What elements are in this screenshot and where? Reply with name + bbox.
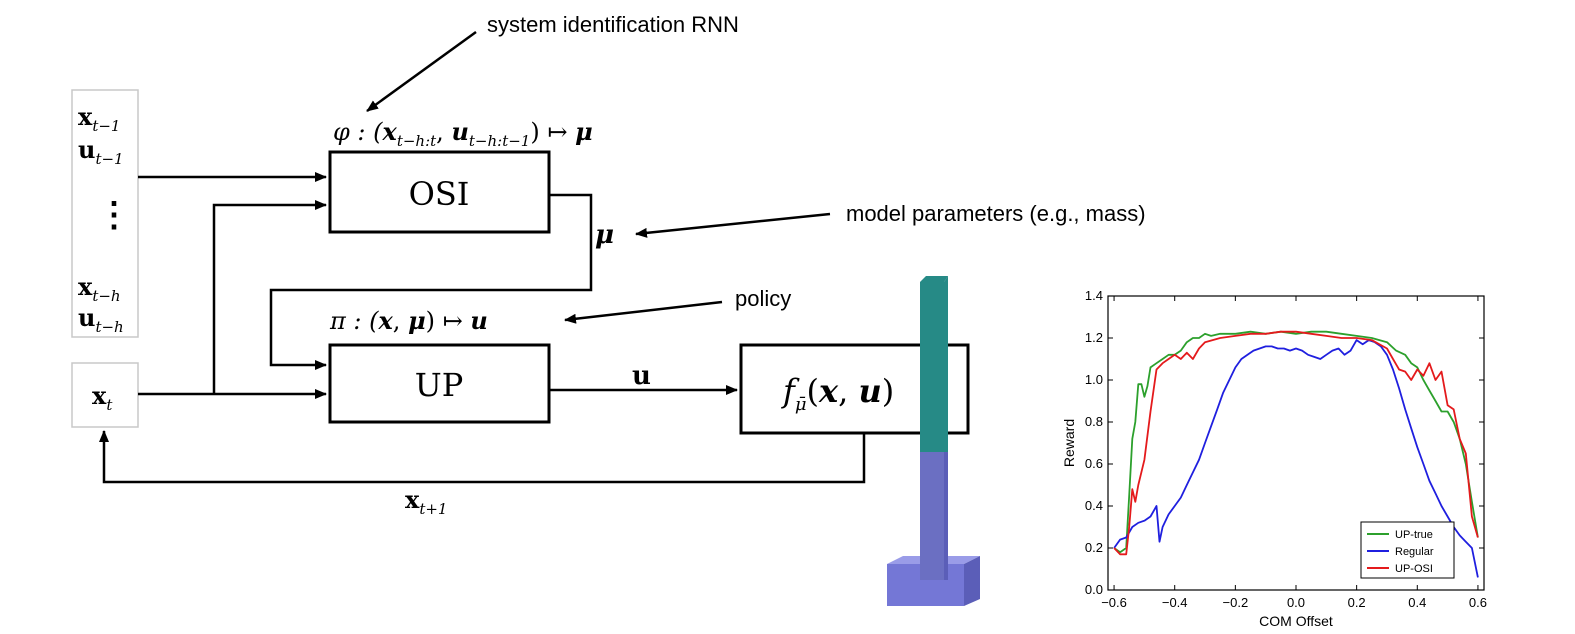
up-formula: π : (x, μ) ↦ u [329,306,488,335]
state-to-osi-arrow [212,200,327,394]
x-tick-label: −0.2 [1223,595,1249,610]
chart-series-group [1113,330,1479,578]
y-tick-label: 1.4 [1085,288,1103,303]
series-line-up-osi [1113,330,1479,556]
mu-label: μ [595,220,614,250]
sysid-pointer-arrow [366,30,477,113]
series-line-up-true [1113,330,1479,554]
model-params-pointer-arrow [635,212,831,238]
osi-box [328,150,551,234]
y-tick-label: 1.0 [1085,372,1103,387]
u-label: u [632,361,651,391]
y-tick-label: 0.6 [1085,456,1103,471]
x-tick-label: 0.6 [1469,595,1487,610]
pole-base-side [964,556,980,606]
up-box [328,343,551,424]
x-tick-label: 0.0 [1287,595,1305,610]
connectors [99,30,866,484]
series-line-regular [1113,339,1479,578]
next-state-label: xt+1 [405,485,447,518]
pole-upper-cap [920,276,948,282]
osi-to-up-mu-path [269,193,593,370]
pole-render [887,276,980,606]
y-tick-label: 0.0 [1085,582,1103,597]
chart-axes: −0.6 −0.4 −0.2 0.0 0.2 0.4 0.6 0.0 0.2 0.4 0.6 0.8 1… [1085,288,1487,610]
history-box [71,89,139,338]
legend-label: Regular [1395,546,1434,558]
pole-upper-segment [920,282,944,452]
legend-label: UP-OSI [1395,563,1433,575]
chart-ylabel: Reward [1061,419,1077,467]
y-tick-label: 0.8 [1085,414,1103,429]
feedback-arrow [99,430,866,484]
history-ellipsis: ⋮ [97,195,131,235]
pole-lower-side [944,452,948,580]
up-label: UP [415,366,464,404]
sysid-annotation: system identification RNN [487,12,739,37]
policy-annotation: policy [735,286,791,311]
current-state-box [71,362,139,428]
osi-label: OSI [409,175,470,213]
policy-pointer-arrow [564,300,723,324]
x-tick-label: −0.6 [1101,595,1127,610]
legend-label: UP-true [1395,529,1433,541]
history-u-h: ut−h [78,303,124,336]
current-state-label: xt [92,381,113,414]
history-x-h: xt−h [78,272,121,305]
history-x-prev: xt−1 [78,102,120,135]
y-tick-label: 1.2 [1085,330,1103,345]
osi-formula: φ : (xt−h:t, ut−h:t−1) ↦ μ [333,117,593,150]
x-tick-label: −0.4 [1162,595,1188,610]
x-tick-label: 0.2 [1348,595,1366,610]
pole-upper-side [944,276,948,452]
block-diagram: xt−1 ut−1 ⋮ xt−h ut−h xt OSI φ : (xt−h:t… [71,12,1146,518]
reward-chart: −0.6 −0.4 −0.2 0.0 0.2 0.4 0.6 0.0 0.2 0.4 0.6 0.8 1… [1061,288,1487,629]
y-tick-label: 0.4 [1085,498,1103,513]
history-u-prev: ut−1 [78,135,124,168]
pole-lower-segment [920,452,944,580]
model-params-annotation: model parameters (e.g., mass) [846,201,1146,226]
y-tick-label: 0.2 [1085,540,1103,555]
chart-xlabel: COM Offset [1259,613,1333,629]
x-tick-label: 0.4 [1408,595,1426,610]
